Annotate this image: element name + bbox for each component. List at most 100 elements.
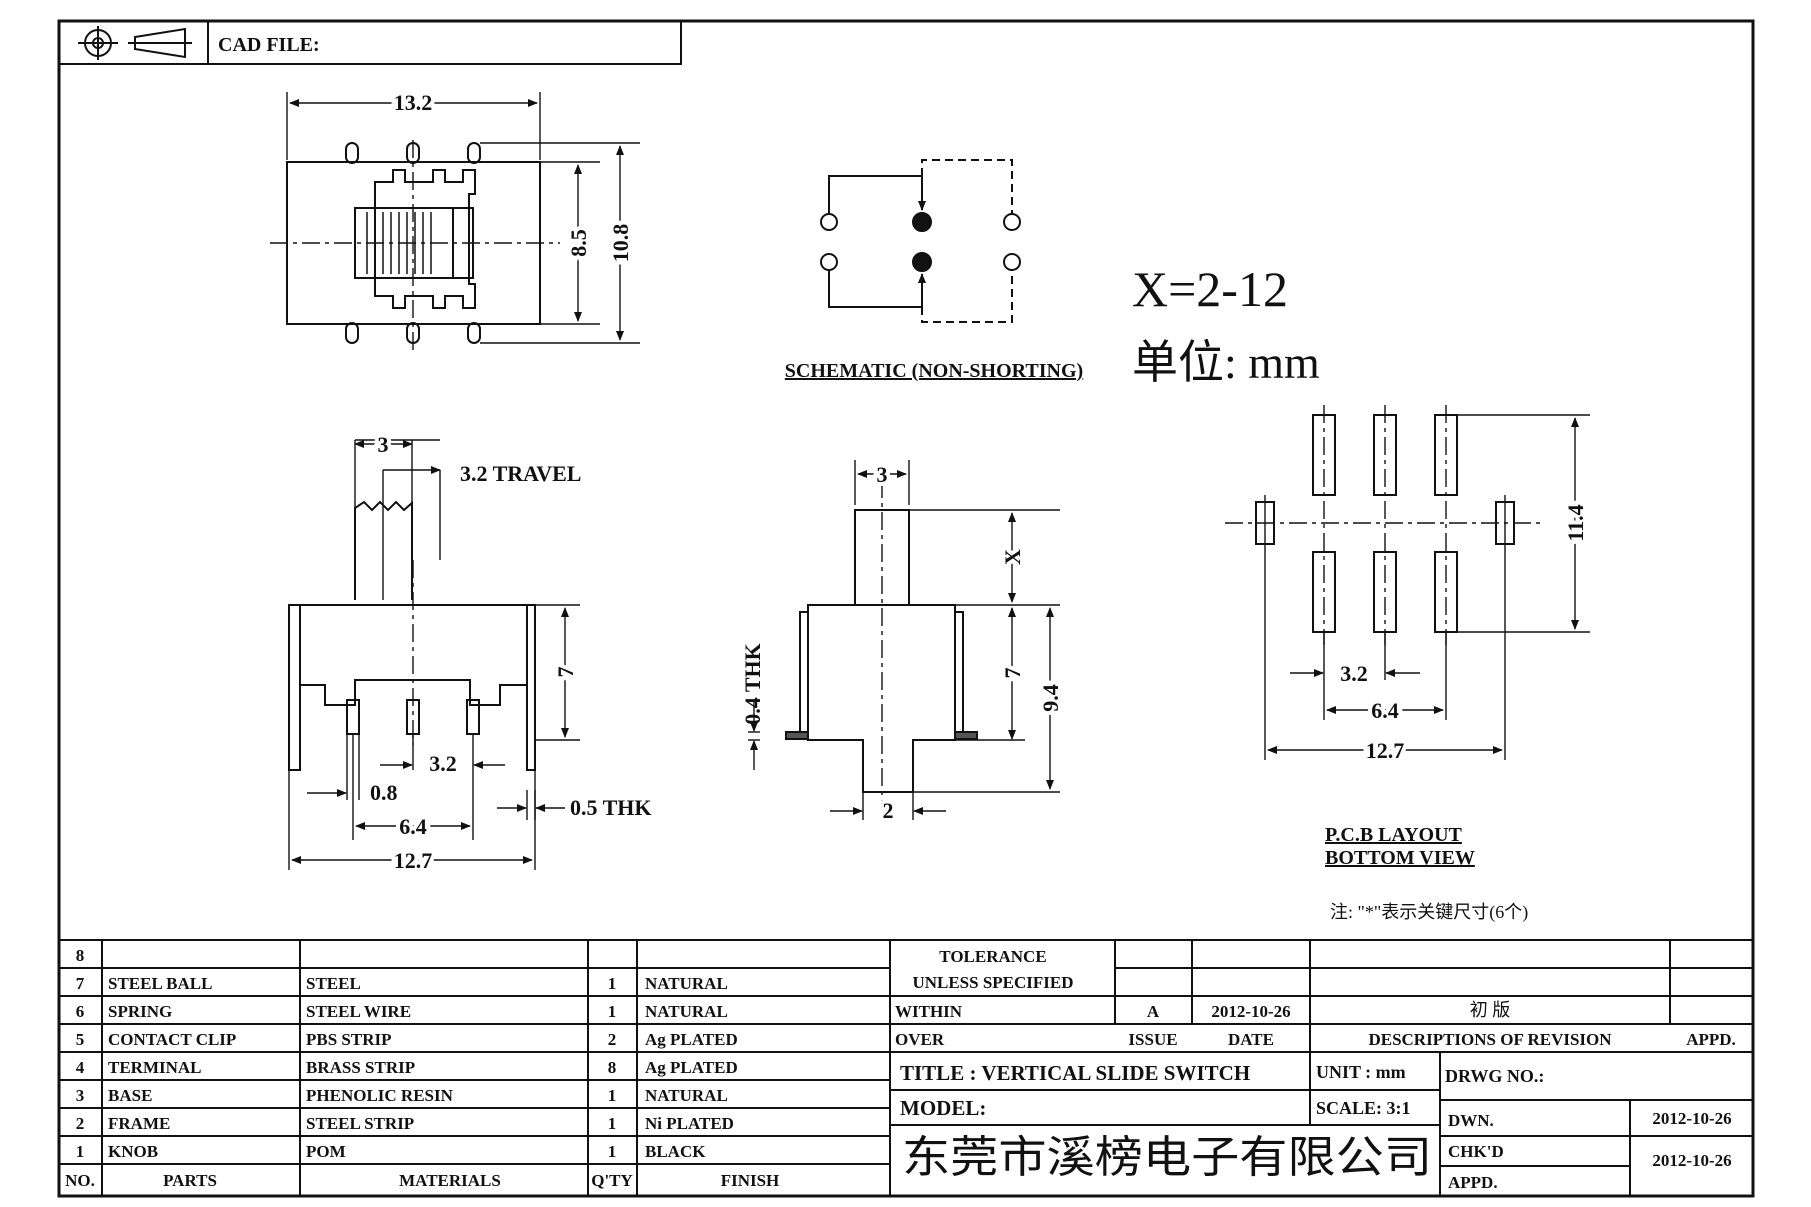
dwn-label: DWN. <box>1448 1111 1494 1130</box>
bom-header-row: NO. PARTS MATERIALS Q'TY FINISH <box>65 1171 779 1190</box>
bom-cell-no: 5 <box>76 1030 85 1049</box>
pcb-layout <box>1225 405 1590 760</box>
dwn-date: 2012-10-26 <box>1652 1109 1731 1128</box>
bom-cell-qty: 8 <box>608 1058 617 1077</box>
company-name: 东莞市溪榜电子有限公司 <box>902 1133 1432 1182</box>
cad-file-label: CAD FILE: <box>218 34 320 56</box>
appd-label: APPD. <box>1686 1030 1736 1049</box>
tolerance-over: OVER <box>895 1030 945 1049</box>
tolerance-subtitle: UNLESS SPECIFIED <box>912 973 1073 992</box>
x-range-spec: X=2-12 <box>1132 261 1288 317</box>
revision-description: 初 版 <box>1470 1000 1511 1020</box>
side-pin-width-dim: 0.8 <box>370 780 398 805</box>
bom-cell-no: 6 <box>76 1002 85 1021</box>
end-view <box>748 460 1060 820</box>
tolerance-title: TOLERANCE <box>939 947 1046 966</box>
bom-header-qty: Q'TY <box>591 1171 633 1190</box>
key-dimension-note: 注: "*"表示关键尺寸(6个) <box>1330 902 1528 923</box>
title-text: TITLE : VERTICAL SLIDE SWITCH <box>900 1061 1250 1085</box>
bom-cell-material: POM <box>306 1142 346 1161</box>
bom-cell-part: CONTACT CLIP <box>108 1030 236 1049</box>
bom-cell-no: 3 <box>76 1086 85 1105</box>
schematic-caption: SCHEMATIC (NON-SHORTING) <box>785 360 1083 382</box>
bom-header-finish: FINISH <box>721 1171 780 1190</box>
pcb-pitch-dim: 3.2 <box>1340 661 1368 686</box>
bom-cell-qty: 1 <box>608 974 617 993</box>
bom-cell-part: FRAME <box>108 1114 170 1133</box>
end-thk-dim: 0.4 THK <box>740 643 765 725</box>
bom-cell-part: STEEL BALL <box>108 974 212 993</box>
header-box: CAD FILE: <box>58 20 682 65</box>
bom-cell-finish: Ag PLATED <box>645 1030 738 1049</box>
bom-cell-part: TERMINAL <box>108 1058 202 1077</box>
unit-text: UNIT : mm <box>1316 1062 1406 1082</box>
top-width-dim: 13.2 <box>394 90 433 115</box>
bom-cell-material: BRASS STRIP <box>306 1058 415 1077</box>
end-pin-width-dim: 2 <box>883 798 894 823</box>
bom-row: 3 BASE PHENOLIC RESIN 1 NATURAL <box>76 1086 728 1105</box>
tolerance-within: WITHIN <box>895 1002 963 1021</box>
bom-cell-finish: Ni PLATED <box>645 1114 734 1133</box>
bom-cell-part: KNOB <box>108 1142 158 1161</box>
bom-cell-finish: NATURAL <box>645 1086 728 1105</box>
bom-cell-no: 2 <box>76 1114 85 1133</box>
end-height-9-4-dim: 9.4 <box>1038 684 1063 712</box>
bom-cell-no: 1 <box>76 1142 85 1161</box>
chkd-label: CHK'D <box>1448 1142 1504 1161</box>
pcb-caption-line1: P.C.B LAYOUT <box>1325 824 1463 846</box>
bom-row: 8 <box>76 946 85 965</box>
sheet-frame <box>57 19 1755 1198</box>
bom-grid <box>59 939 1753 1196</box>
side-pitch-dim: 3.2 <box>429 751 457 776</box>
unit-spec: 单位: mm <box>1132 337 1320 388</box>
bom-cell-no: 7 <box>76 974 85 993</box>
drwg-no-label: DRWG NO.: <box>1445 1066 1544 1086</box>
revision-grid <box>890 940 1753 1196</box>
bom-cell-part: SPRING <box>108 1002 172 1021</box>
bom-table: 8 7 STEEL BALL STEEL 1 NATURAL 6 SPRING … <box>65 946 779 1190</box>
top-body-height-dim: 8.5 <box>566 229 591 257</box>
pcb-height-dim: 11.4 <box>1563 504 1588 541</box>
bom-header-no: NO. <box>65 1171 95 1190</box>
appd-signoff-label: APPD. <box>1448 1173 1498 1192</box>
bom-cell-finish: BLACK <box>645 1142 706 1161</box>
bom-row: 7 STEEL BALL STEEL 1 NATURAL <box>76 974 728 993</box>
side-view <box>288 439 580 870</box>
bom-cell-qty: 1 <box>608 1142 617 1161</box>
side-pin-thk-dim: 0.5 THK <box>570 795 652 820</box>
side-knob-width-dim: 3 <box>378 432 389 457</box>
bom-row: 5 CONTACT CLIP PBS STRIP 2 Ag PLATED <box>76 1030 738 1049</box>
schematic <box>820 159 1021 323</box>
chk-date: 2012-10-26 <box>1652 1151 1731 1170</box>
bom-cell-finish: NATURAL <box>645 1002 728 1021</box>
side-travel-dim: 3.2 TRAVEL <box>460 461 581 486</box>
bom-cell-qty: 2 <box>608 1030 617 1049</box>
side-height-dim: 7 <box>553 667 578 678</box>
bom-row: 6 SPRING STEEL WIRE 1 NATURAL <box>76 1002 728 1021</box>
pcb-caption-line2: BOTTOM VIEW <box>1325 847 1475 869</box>
bom-cell-part: BASE <box>108 1086 152 1105</box>
projection-symbol-icon <box>78 26 192 60</box>
bom-cell-material: PHENOLIC RESIN <box>306 1086 454 1105</box>
bom-cell-material: STEEL WIRE <box>306 1002 411 1021</box>
bom-cell-no: 8 <box>76 946 85 965</box>
pcb-span-dim: 6.4 <box>1371 698 1399 723</box>
revision-date: 2012-10-26 <box>1211 1002 1290 1021</box>
pcb-overall-dim: 12.7 <box>1366 738 1405 763</box>
bom-cell-no: 4 <box>76 1058 85 1077</box>
bom-cell-finish: Ag PLATED <box>645 1058 738 1077</box>
bom-cell-qty: 1 <box>608 1086 617 1105</box>
bom-cell-material: STEEL <box>306 974 361 993</box>
bom-cell-qty: 1 <box>608 1114 617 1133</box>
side-pin-span-dim: 6.4 <box>399 814 427 839</box>
description-label: DESCRIPTIONS OF REVISION <box>1368 1030 1612 1049</box>
bom-row: 2 FRAME STEEL STRIP 1 Ni PLATED <box>76 1114 734 1133</box>
top-view <box>270 92 640 350</box>
revision-issue: A <box>1147 1002 1160 1021</box>
scale-text: SCALE: 3:1 <box>1316 1098 1411 1118</box>
top-overall-height-dim: 10.8 <box>608 224 633 263</box>
bom-header-parts: PARTS <box>163 1171 217 1190</box>
bom-cell-finish: NATURAL <box>645 974 728 993</box>
bom-cell-material: PBS STRIP <box>306 1030 392 1049</box>
